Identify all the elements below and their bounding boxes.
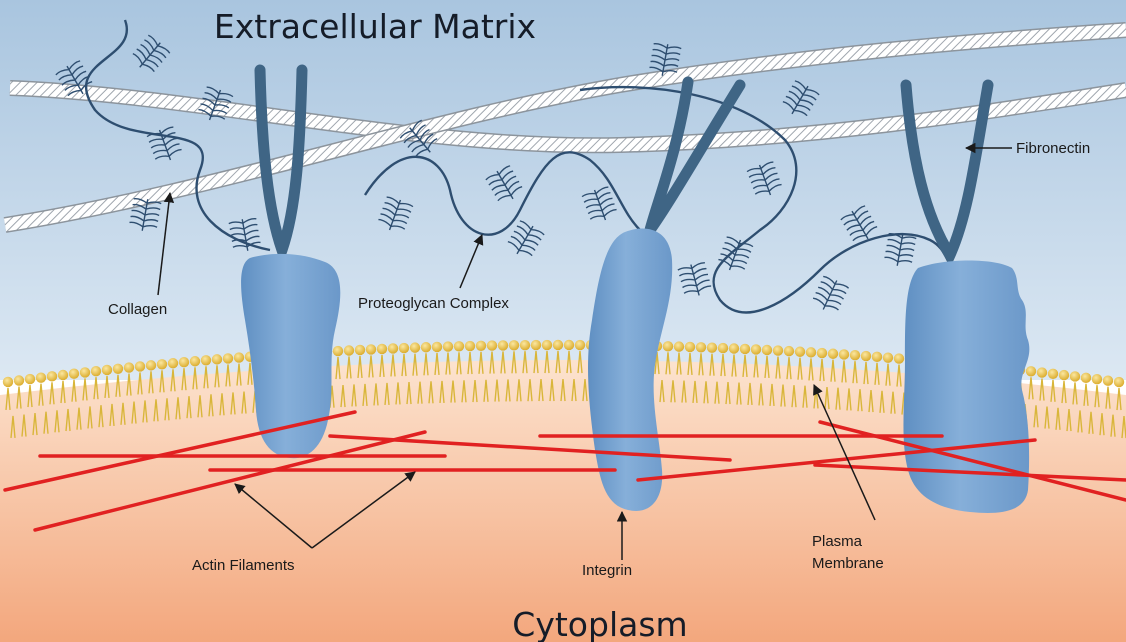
label-membrane-line1: Plasma (812, 533, 863, 550)
lipid-head (333, 346, 343, 356)
lipid-head (1114, 377, 1124, 387)
lipid-head (806, 347, 816, 357)
region-title-ecm: Extracellular Matrix (214, 7, 536, 46)
lipid-head (14, 375, 24, 385)
label-integrin: Integrin (582, 562, 632, 579)
lipid-head (58, 370, 68, 380)
lipid-head (707, 342, 717, 352)
lipid-head (377, 344, 387, 354)
lipid-head (476, 341, 486, 351)
lipid-head (454, 341, 464, 351)
lipid-head (696, 342, 706, 352)
lipid-head (113, 364, 123, 374)
lipid-head (410, 342, 420, 352)
lipid-head (443, 341, 453, 351)
lipid-head (212, 354, 222, 364)
lipid-head (861, 351, 871, 361)
lipid-head (564, 340, 574, 350)
lipid-head (894, 353, 904, 363)
lipid-head (91, 366, 101, 376)
lipid-head (740, 344, 750, 354)
lipid-head (432, 342, 442, 352)
lipid-head (146, 360, 156, 370)
lipid-head (850, 350, 860, 360)
lipid-head (366, 344, 376, 354)
lipid-head (784, 346, 794, 356)
lipid-head (828, 349, 838, 359)
lipid-head (685, 342, 695, 352)
label-collagen: Collagen (108, 301, 167, 318)
lipid-head (773, 345, 783, 355)
lipid-head (751, 344, 761, 354)
lipid-head (729, 343, 739, 353)
lipid-head (102, 365, 112, 375)
lipid-head (663, 341, 673, 351)
lipid-head (1070, 371, 1080, 381)
lipid-head (190, 356, 200, 366)
lipid-head (1059, 370, 1069, 380)
lipid-head (179, 357, 189, 367)
lipid-head (1037, 367, 1047, 377)
lipid-head (25, 374, 35, 384)
lipid-head (465, 341, 475, 351)
lipid-head (421, 342, 431, 352)
lipid-head (344, 345, 354, 355)
lipid-head (36, 372, 46, 382)
lipid-head (762, 345, 772, 355)
lipid-head (542, 340, 552, 350)
lipid-head (1103, 375, 1113, 385)
lipid-head (498, 340, 508, 350)
label-membrane-line2: Membrane (812, 555, 884, 572)
lipid-head (872, 352, 882, 362)
lipid-head (80, 367, 90, 377)
lipid-head (1026, 366, 1036, 376)
lipid-head (487, 340, 497, 350)
lipid-head (124, 362, 134, 372)
lipid-head (509, 340, 519, 350)
lipid-head (531, 340, 541, 350)
label-actin: Actin Filaments (192, 557, 295, 574)
lipid-head (553, 340, 563, 350)
lipid-head (388, 343, 398, 353)
lipid-head (817, 348, 827, 358)
lipid-head (157, 359, 167, 369)
region-title-cytoplasm: Cytoplasm (512, 605, 687, 642)
lipid-head (223, 353, 233, 363)
lipid-head (674, 341, 684, 351)
lipid-head (399, 343, 409, 353)
lipid-head (520, 340, 530, 350)
label-fibronectin: Fibronectin (1016, 140, 1090, 157)
lipid-head (1081, 373, 1091, 383)
lipid-head (883, 352, 893, 362)
label-proteoglycan: Proteoglycan Complex (358, 295, 509, 312)
lipid-head (201, 355, 211, 365)
lipid-head (3, 377, 13, 387)
lipid-head (575, 340, 585, 350)
lipid-head (135, 361, 145, 371)
lipid-head (1092, 374, 1102, 384)
lipid-head (1048, 369, 1058, 379)
lipid-head (355, 345, 365, 355)
lipid-head (69, 368, 79, 378)
lipid-head (795, 347, 805, 357)
lipid-head (47, 371, 57, 381)
lipid-head (718, 343, 728, 353)
lipid-head (168, 358, 178, 368)
lipid-head (234, 352, 244, 362)
lipid-head (839, 349, 849, 359)
